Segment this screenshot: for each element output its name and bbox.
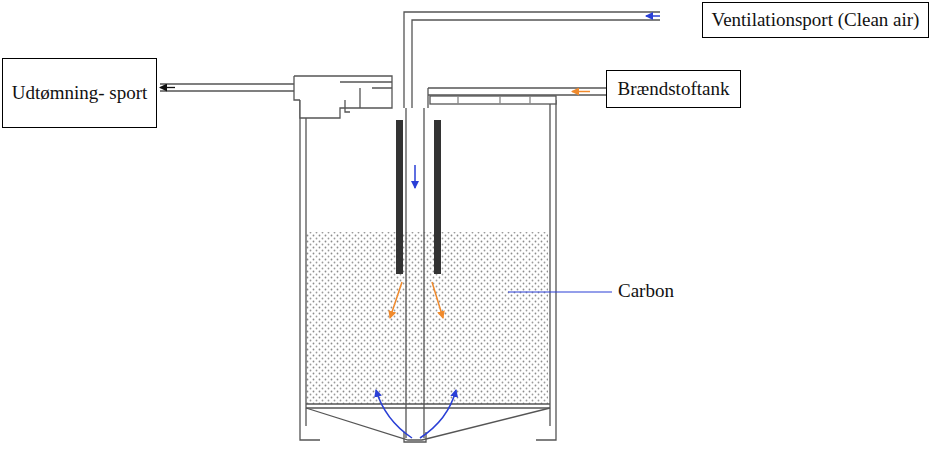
carbon-bed bbox=[306, 232, 548, 404]
port-label: Udtømning- sport bbox=[12, 82, 148, 105]
leader-line bbox=[508, 291, 612, 292]
port-box: Ventilationsport (Clean air) bbox=[702, 2, 929, 38]
port-label: Brændstoftank bbox=[618, 78, 730, 101]
canister-wall bbox=[550, 100, 556, 430]
part-label: Carbon bbox=[616, 280, 676, 302]
port-label: Ventilationsport (Clean air) bbox=[712, 9, 920, 32]
port-box: Udtømning- sport bbox=[2, 58, 157, 128]
port-box: Brændstoftank bbox=[606, 70, 741, 108]
canister-wall bbox=[300, 100, 306, 430]
